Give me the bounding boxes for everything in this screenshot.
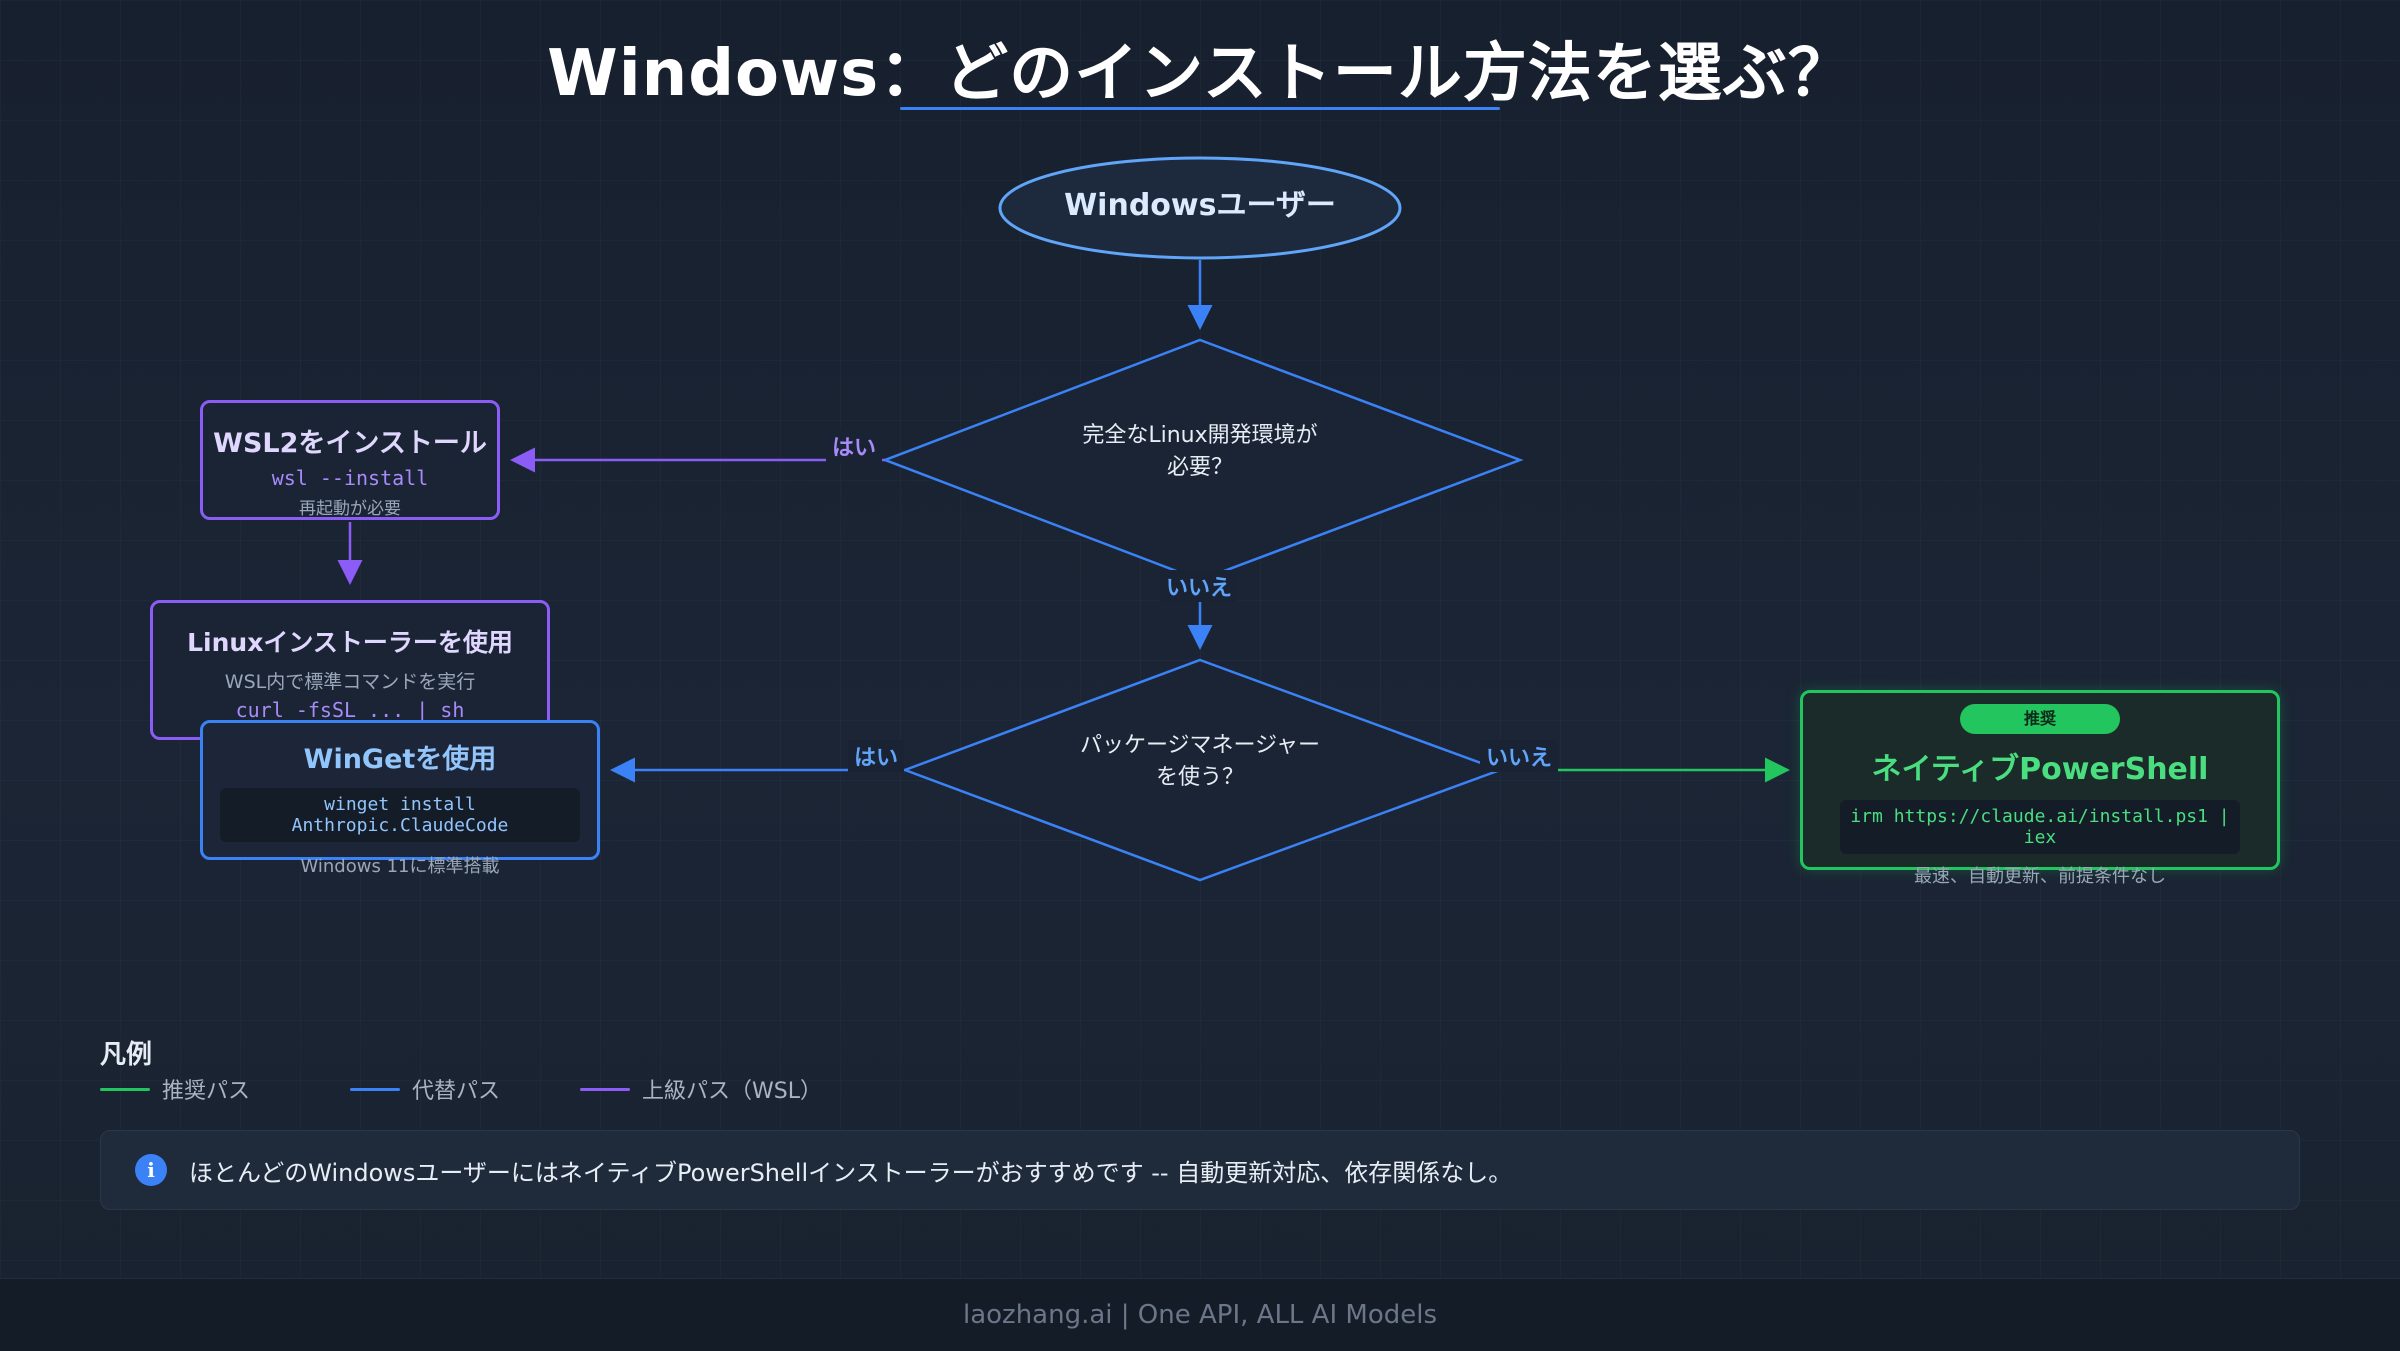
decision-linux-label: 完全なLinux開発環境が 必要？ [1082, 423, 1318, 480]
edge-label-yes-package: はい [848, 740, 905, 772]
powershell-note: 最速、自動更新、前提条件なし [1914, 866, 2166, 887]
linux-installer-title: Linuxインストーラーを使用 [187, 628, 513, 657]
legend-title: 凡例 [100, 1040, 153, 1070]
winget-command: winget install Anthropic.ClaudeCode [220, 788, 580, 842]
info-icon: i [135, 1154, 167, 1186]
start-node-label: Windowsユーザー [1064, 188, 1336, 223]
winget-box: WinGetを使用 winget install Anthropic.Claud… [200, 720, 600, 877]
linux-installer-command: curl -fsSL ... | sh [235, 698, 465, 722]
powershell-title: ネイティブPowerShell [1871, 752, 2209, 787]
legend-advanced-line [580, 1087, 630, 1091]
powershell-box: 推奨 ネイティブPowerShell irm https://claude.ai… [1800, 690, 2280, 887]
title-underline [900, 107, 1500, 110]
edge-label-yes-linux: はい [826, 430, 883, 462]
page-title: Windows：どのインストール方法を選ぶ？ [547, 37, 1853, 111]
linux-installer-note: WSL内で標準コマンドを実行 [224, 671, 476, 693]
winget-note: Windows 11に標準搭載 [300, 856, 500, 877]
powershell-command: irm https://claude.ai/install.ps1 | iex [1840, 800, 2240, 854]
edge-label-no-package: いいえ [1480, 740, 1559, 772]
legend-recommended-label: 推奨パス [162, 1079, 251, 1104]
decision-package-manager-label: パッケージマネージャー を使う？ [1079, 733, 1321, 790]
legend-alternative-label: 代替パス [412, 1079, 501, 1104]
wsl2-install-title: WSL2をインストール [213, 428, 487, 459]
wsl2-install-command: wsl --install [271, 466, 429, 490]
legend-recommended: 推奨パス [100, 1072, 250, 1106]
legend-advanced: 上級パス（WSL） [580, 1072, 822, 1106]
recommended-badge: 推奨 [1960, 704, 2120, 734]
edge-label-no-linux: いいえ [1160, 570, 1239, 602]
legend-alternative: 代替パス [350, 1072, 500, 1106]
info-note: i ほとんどのWindowsユーザーにはネイティブPowerShellインストー… [100, 1130, 2300, 1210]
wsl2-install-note: 再起動が必要 [299, 499, 401, 519]
footer-text: laozhang.ai | One API, ALL AI Models [962, 1300, 1438, 1330]
legend-recommended-line [100, 1087, 150, 1091]
legend-advanced-label: 上級パス（WSL） [642, 1079, 822, 1104]
wsl2-install-box: WSL2をインストール wsl --install 再起動が必要 [200, 400, 500, 520]
footer: laozhang.ai | One API, ALL AI Models [0, 1278, 2400, 1351]
decision-package-manager-diamond [901, 658, 1504, 882]
linux-installer-box: Linuxインストーラーを使用 WSL内で標準コマンドを実行 curl -fsS… [150, 600, 550, 740]
winget-title: WinGetを使用 [303, 744, 497, 775]
legend-alternative-line [350, 1087, 400, 1091]
info-note-text: ほとんどのWindowsユーザーにはネイティブPowerShellインストーラー… [189, 1158, 1513, 1187]
start-node [998, 156, 1402, 260]
